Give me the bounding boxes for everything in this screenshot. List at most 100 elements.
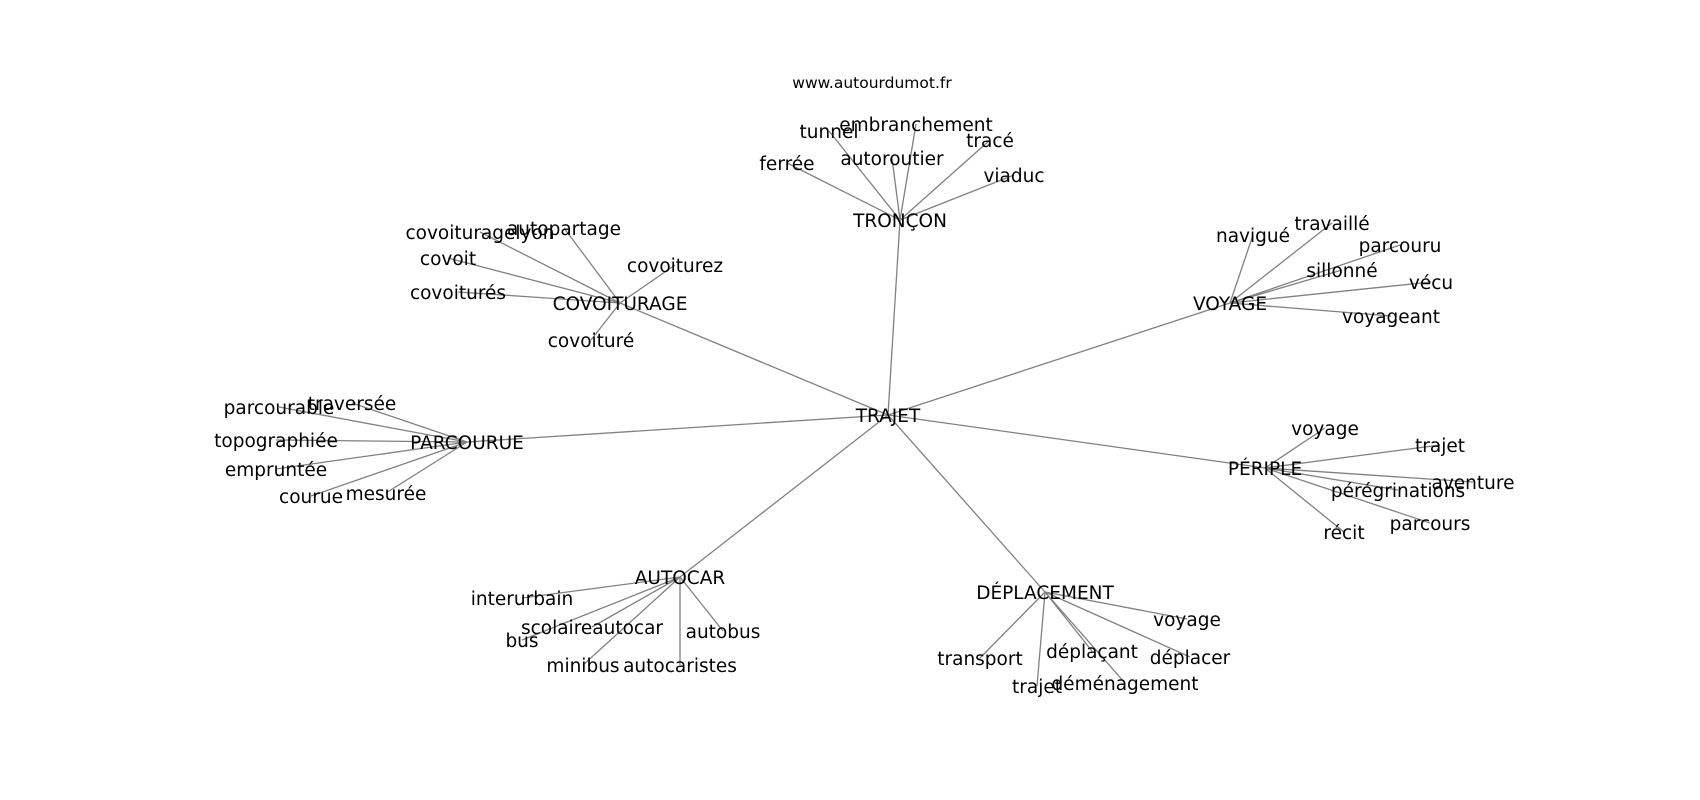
word-node-label: tracé <box>966 131 1014 152</box>
edge-group-to-word <box>1264 467 1345 533</box>
word-node-label: trajet <box>1415 436 1465 457</box>
word-node-label: déplacer <box>1150 648 1231 669</box>
edge-group-to-word <box>278 406 468 443</box>
word-node-label: traversée <box>308 394 397 415</box>
word-node-label: pérégrinations <box>1331 481 1465 502</box>
edge-group-to-word <box>1044 591 1188 620</box>
word-node-label: vécu <box>1409 273 1453 294</box>
edge-group-to-word <box>891 157 901 221</box>
word-node-label: voyage <box>1291 419 1359 440</box>
word-node-label: parcours <box>1390 514 1471 535</box>
edge-group-to-word <box>1229 244 1401 304</box>
word-node-label: viaduc <box>983 166 1044 187</box>
word-node-label: interurbain <box>471 589 573 610</box>
word-node-label: topographiée <box>214 431 338 452</box>
word-node-label: tunnel <box>800 122 859 143</box>
edge-root-to-group <box>887 414 1046 593</box>
word-node-label: récit <box>1323 523 1364 544</box>
word-node-label: autocaristes <box>623 656 737 677</box>
edge-group-to-word <box>1229 234 1254 304</box>
word-node-label: navigué <box>1216 226 1290 247</box>
edge-group-to-word <box>1264 427 1326 469</box>
word-node-label: mesurée <box>346 484 427 505</box>
group-node-label: PÉRIPLE <box>1228 458 1302 480</box>
group-node-label: VOYAGE <box>1193 294 1267 315</box>
edge-root-to-group <box>619 302 889 416</box>
edge-group-to-word <box>447 257 621 304</box>
word-node-label: trajet <box>1012 677 1062 698</box>
word-node-label: sillonné <box>1306 261 1377 282</box>
word-node-label: covoit <box>420 249 476 270</box>
word-node-label: autobus <box>686 622 761 643</box>
edge-group-to-word <box>1044 591 1191 658</box>
word-node-label: covoituré <box>548 331 634 352</box>
edge-group-to-word <box>591 576 681 628</box>
word-node-label: covoiturez <box>627 256 723 277</box>
word-node-label: embranchement <box>839 115 992 136</box>
group-node-label: AUTOCAR <box>635 568 726 589</box>
word-node-label: autoroutier <box>840 149 944 170</box>
edge-root-to-group <box>887 302 1231 416</box>
group-node-label: PARCOURUE <box>410 433 524 454</box>
word-node-label: voyageant <box>1342 307 1440 328</box>
word-node-label: déplaçant <box>1046 642 1138 663</box>
group-node-label: DÉPLACEMENT <box>976 582 1114 604</box>
edge-group-to-word <box>899 174 1015 221</box>
edge-root-to-group <box>887 219 901 416</box>
edge-group-to-word <box>828 130 901 221</box>
edge-group-to-word <box>457 291 621 304</box>
word-node-label: scolaireautocar <box>521 618 663 639</box>
edge-group-to-word <box>385 441 468 494</box>
word-node-label: minibus <box>546 656 619 677</box>
edge-group-to-word <box>310 441 468 497</box>
edge-group-to-word <box>619 264 676 304</box>
group-node-label: COVOITURAGE <box>553 294 688 315</box>
word-node-label: covoiturés <box>410 283 506 304</box>
word-node-label: autopartage <box>507 219 621 240</box>
edge-group-to-word <box>590 302 621 341</box>
word-node-label: travaillé <box>1294 214 1369 235</box>
word-node-label: empruntée <box>225 460 327 481</box>
edge-group-to-word <box>582 576 681 666</box>
edge-group-to-word <box>1229 302 1392 317</box>
root-node-label: TRAJET <box>855 406 921 427</box>
edge-group-to-word <box>1036 591 1046 687</box>
labels: www.autourdumot.fr TRAJETTRONÇONtunnelem… <box>214 74 1514 698</box>
edge-group-to-word <box>563 227 621 304</box>
edge-group-to-word <box>1229 281 1432 304</box>
edge-group-to-word <box>1229 269 1343 304</box>
edge-group-to-word <box>521 576 681 599</box>
edge-root-to-group <box>887 414 1266 469</box>
word-node-label: transport <box>937 649 1022 670</box>
edge-group-to-word <box>275 439 468 443</box>
edge-group-to-word <box>899 123 917 221</box>
word-node-label: aventure <box>1432 473 1515 494</box>
edge-group-to-word <box>979 591 1046 659</box>
word-node-label: ferrée <box>759 154 814 175</box>
edge-root-to-group <box>679 414 889 578</box>
edge-group-to-word <box>786 162 901 221</box>
edges <box>275 123 1474 687</box>
edge-group-to-word <box>275 441 468 470</box>
edge-group-to-word <box>351 402 468 443</box>
word-node-label: parcouru <box>1359 236 1442 257</box>
watermark-text: www.autourdumot.fr <box>792 74 952 92</box>
edge-group-to-word <box>679 576 724 632</box>
word-node-label: déménagement <box>1051 674 1198 695</box>
edge-group-to-word <box>479 231 621 304</box>
edge-group-to-word <box>1044 591 1126 684</box>
edge-group-to-word <box>1264 444 1441 469</box>
word-node-label: voyage <box>1153 610 1221 631</box>
word-node-label: courue <box>279 487 343 508</box>
group-node-label: TRONÇON <box>852 211 947 232</box>
edge-group-to-word <box>1229 222 1333 304</box>
word-node-label: parcourable <box>224 398 335 419</box>
edge-group-to-word <box>521 576 681 641</box>
edge-root-to-group <box>466 414 889 443</box>
edge-group-to-word <box>1264 467 1431 524</box>
word-node-label: covoituragelyon <box>405 223 554 244</box>
edge-group-to-word <box>1264 467 1474 483</box>
word-node-label: bus <box>505 631 538 652</box>
edge-group-to-word <box>1264 467 1399 491</box>
